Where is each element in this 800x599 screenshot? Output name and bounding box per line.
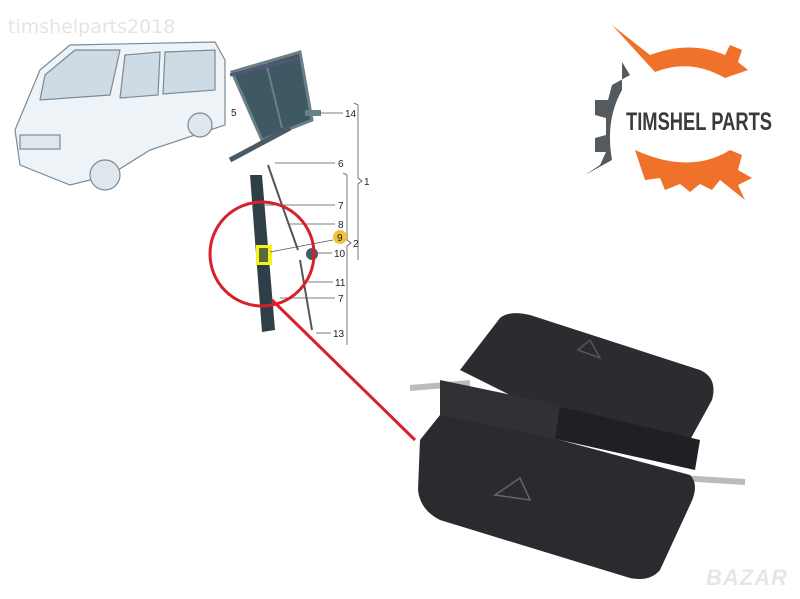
callout: 2 [353,239,359,250]
bazar-watermark: BAZAR [706,565,788,590]
callout: 5 [231,108,237,119]
pointer-line [270,298,417,442]
callout: 6 [338,159,344,170]
logo-text: TIMSHEL PARTS [626,108,772,136]
callout: 10 [334,249,346,260]
callout: 11 [335,278,346,289]
window-part [228,50,321,163]
leader-lines [262,102,363,345]
watermark-text: timshelparts2018 [8,16,176,38]
highlight-circle [208,200,316,308]
callout: 14 [345,109,357,120]
callout: 9 [337,233,343,244]
callout: 7 [338,201,344,212]
door-catch-product-photo [409,313,746,579]
callout: 1 [364,177,370,188]
van-illustration [14,41,226,191]
timshel-parts-logo: TIMSHEL PARTS [585,25,772,200]
highlight-marker [333,230,347,244]
callout: 13 [333,329,345,340]
callout-labels: 14 5 6 1 7 8 9 2 10 11 7 13 [231,108,370,340]
callout: 7 [338,294,344,305]
callout: 8 [338,220,344,231]
